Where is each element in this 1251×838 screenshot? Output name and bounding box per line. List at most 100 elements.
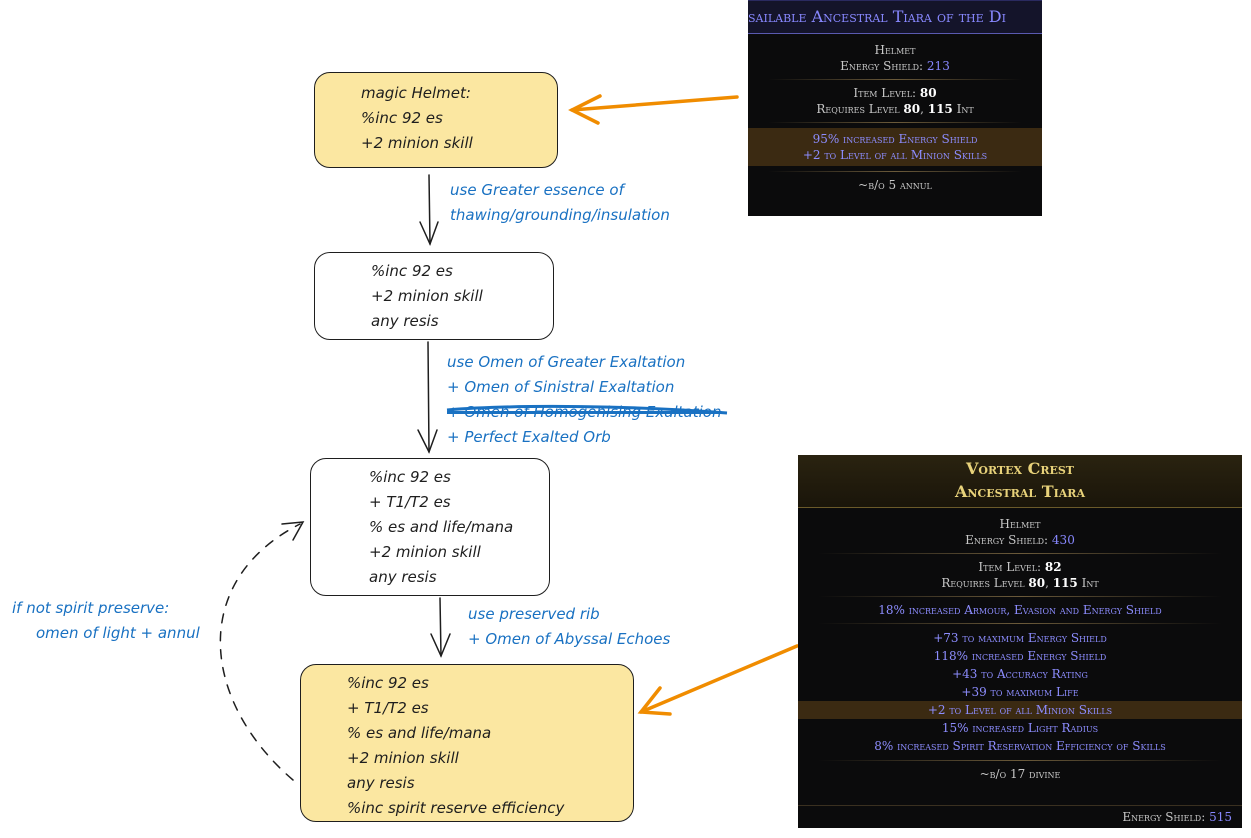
ilvl-label: Item Level: xyxy=(978,560,1042,574)
divider xyxy=(818,760,1222,761)
divider xyxy=(818,553,1222,554)
flow-box-essence-result: %inc 92 es +2 minion skill any resis xyxy=(314,252,554,340)
box-line: +2 minion skill xyxy=(371,287,483,305)
box-line: any resis xyxy=(369,568,437,586)
req-label: Requires Level xyxy=(941,576,1025,590)
mod-line: 15% increased Light Radius xyxy=(941,721,1099,735)
mod-line: +2 to Level of all Minion Skills xyxy=(802,148,988,162)
footer-es-label: Energy Shield: xyxy=(1122,810,1206,824)
dashed-loop-arrow-head xyxy=(281,521,305,541)
box-line: any resis xyxy=(347,774,415,792)
box-line: % es and life/mana xyxy=(369,518,514,536)
note-line: + Omen of Sinistral Exaltation xyxy=(447,378,675,396)
es-label: Energy Shield: xyxy=(840,59,924,73)
tooltip-base: Helmet xyxy=(999,517,1041,531)
note-line: use Greater essence of xyxy=(450,181,624,199)
box-line: magic Helmet: xyxy=(361,84,471,102)
req-int-label: Int xyxy=(956,102,974,116)
tooltip-es-row: Energy Shield: 213 xyxy=(748,58,1042,74)
item-base-name: Ancestral Tiara xyxy=(955,482,1085,501)
note-essence-step: use Greater essence of thawing/grounding… xyxy=(450,178,670,228)
arrow-b3-b4-head xyxy=(430,633,451,658)
implicit-mod: 18% increased Armour, Evasion and Energy… xyxy=(878,603,1162,617)
tooltip-req-row: Requires Level 80, 115 Int xyxy=(816,102,974,116)
tooltip-price-note: ~b/o 5 annul xyxy=(858,178,932,192)
box-line: %inc 92 es xyxy=(371,262,453,280)
box-line: +2 minion skill xyxy=(347,749,459,767)
note-line: thawing/grounding/insulation xyxy=(450,206,670,224)
note-line-struck: + Omen of Homogenising Exaltation xyxy=(447,403,722,421)
flow-box-final-result: %inc 92 es + T1/T2 es % es and life/mana… xyxy=(300,664,634,822)
orange-arrow-bottom-head xyxy=(637,686,672,716)
flow-box-exalt-result: %inc 92 es + T1/T2 es % es and life/mana… xyxy=(310,458,550,596)
tooltip-footer: Energy Shield: 515 xyxy=(798,805,1242,828)
divider xyxy=(768,122,1022,123)
note-line: use Omen of Greater Exaltation xyxy=(447,353,686,371)
note-line: + Perfect Exalted Orb xyxy=(447,428,611,446)
arrow-b1-b2-head xyxy=(419,221,439,246)
tooltip-title: sailable Ancestral Tiara of the Di xyxy=(748,1,1042,34)
note-line: if not spirit preserve: xyxy=(12,599,170,617)
tooltip-ilvl-row: Item Level: 80 xyxy=(748,85,1042,101)
req-level: 80 xyxy=(1028,576,1046,590)
item-tooltip-rare: Vortex Crest Ancestral Tiara Helmet Ener… xyxy=(798,455,1242,828)
box-line: + T1/T2 es xyxy=(347,699,429,717)
arrow-b2-b3-head xyxy=(417,429,438,454)
flow-box-magic-helmet: magic Helmet: %inc 92 es +2 minion skill xyxy=(314,72,558,168)
es-value: 430 xyxy=(1051,533,1075,547)
mod-highlight: 95% increased Energy Shield +2 to Level … xyxy=(748,128,1042,166)
box-line: % es and life/mana xyxy=(347,724,492,742)
ilvl-value: 82 xyxy=(1044,560,1062,574)
tooltip-base: Helmet xyxy=(874,43,916,57)
arrow-b2-b3 xyxy=(427,341,430,453)
es-label: Energy Shield: xyxy=(965,533,1049,547)
box-line: +2 minion skill xyxy=(369,543,481,561)
footer-es-value: 515 xyxy=(1209,810,1232,824)
divider xyxy=(818,623,1222,624)
tooltip-es-row: Energy Shield: 430 xyxy=(798,532,1242,548)
note-line: omen of light + annul xyxy=(36,624,200,642)
box-line: +2 minion skill xyxy=(361,134,473,152)
divider xyxy=(768,171,1022,172)
ilvl-value: 80 xyxy=(919,86,937,100)
dashed-loop-arrow xyxy=(219,523,301,781)
arrow-b1-b2 xyxy=(428,174,431,245)
divider xyxy=(818,596,1222,597)
strike-scribble xyxy=(446,404,728,415)
note-rib-step: use preserved rib + Omen of Abyssal Echo… xyxy=(468,602,670,652)
note-spirit-loop: if not spirit preserve: omen of light + … xyxy=(12,596,200,646)
tooltip-req-row: Requires Level 80, 115 Int xyxy=(941,576,1099,590)
divider xyxy=(768,79,1022,80)
tooltip-header: Vortex Crest Ancestral Tiara xyxy=(798,455,1242,508)
box-line: %inc 92 es xyxy=(347,674,429,692)
orange-arrow-top xyxy=(570,95,739,112)
req-int: 115 xyxy=(927,102,953,116)
mod-line: 118% increased Energy Shield xyxy=(933,649,1107,663)
item-tooltip-magic: sailable Ancestral Tiara of the Di Helme… xyxy=(748,0,1042,216)
req-label: Requires Level xyxy=(816,102,900,116)
box-line: %inc spirit reserve efficiency xyxy=(347,799,565,817)
box-line: any resis xyxy=(371,312,439,330)
arrow-b3-b4 xyxy=(439,597,442,657)
mod-line: +73 to maximum Energy Shield xyxy=(933,631,1107,645)
box-line: %inc 92 es xyxy=(361,109,443,127)
orange-arrow-top-head xyxy=(568,94,602,125)
box-line: + T1/T2 es xyxy=(369,493,451,511)
mod-line: +43 to Accuracy Rating xyxy=(952,667,1088,681)
note-line: + Omen of Abyssal Echoes xyxy=(468,630,671,648)
mod-line-highlighted: +2 to Level of all Minion Skills xyxy=(798,701,1242,719)
orange-arrow-bottom xyxy=(639,644,799,714)
note-exalt-step: use Omen of Greater Exaltation + Omen of… xyxy=(447,350,721,450)
box-line: %inc 92 es xyxy=(369,468,451,486)
tooltip-ilvl-row: Item Level: 82 xyxy=(798,559,1242,575)
mod-line: 95% increased Energy Shield xyxy=(812,132,978,146)
req-int: 115 xyxy=(1052,576,1078,590)
req-level: 80 xyxy=(903,102,921,116)
req-int-label: Int xyxy=(1081,576,1099,590)
mod-line: 8% increased Spirit Reservation Efficien… xyxy=(874,739,1166,753)
es-value: 213 xyxy=(926,59,950,73)
note-line: use preserved rib xyxy=(468,605,600,623)
mod-line: +39 to maximum Life xyxy=(961,685,1079,699)
item-name: Vortex Crest xyxy=(965,459,1074,478)
